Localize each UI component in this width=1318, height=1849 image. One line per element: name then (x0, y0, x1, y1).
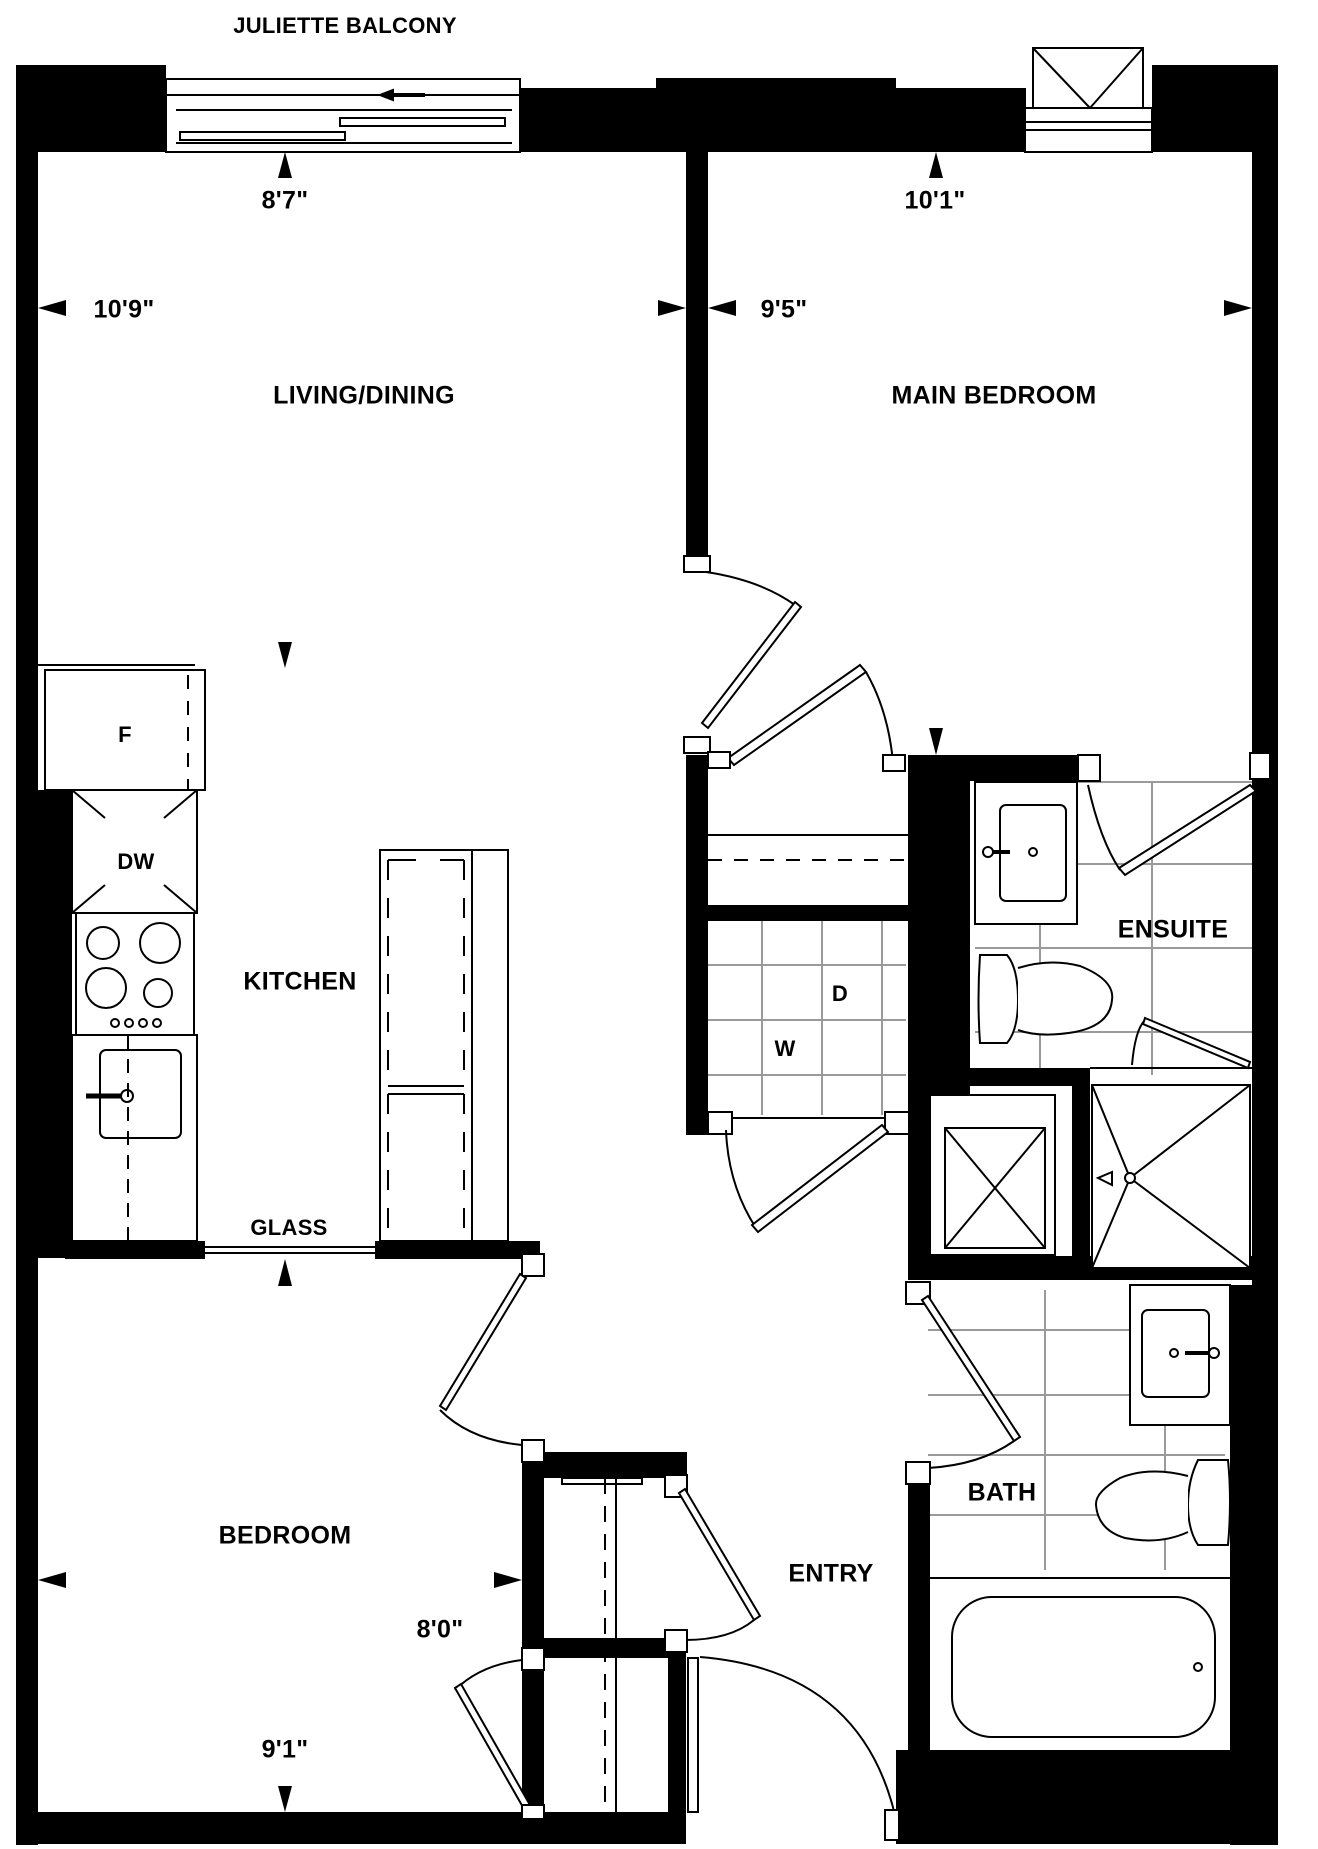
room-main-bedroom: MAIN BEDROOM (891, 381, 1097, 410)
closet-shelves (561, 834, 908, 1812)
laundry-tiles (707, 915, 906, 1115)
entry-door (687, 1656, 900, 1841)
bath-toilet (1186, 1459, 1231, 1546)
shower (1091, 1084, 1251, 1269)
dimension-arrows (38, 152, 1252, 1812)
wall-top-center (656, 78, 896, 152)
arrow-main-bed-right (1224, 300, 1252, 316)
glass-label: GLASS (250, 1215, 328, 1240)
appliance-dishwasher: DW (117, 849, 155, 874)
arrow-bedroom-right (494, 1572, 522, 1588)
main-bedroom-door (683, 555, 906, 772)
wall-bottom-right (896, 1750, 1278, 1844)
wall-kitchen-back (38, 790, 72, 1258)
dim-main-bedroom-depth: 10'1" (904, 186, 966, 215)
doors (438, 555, 1271, 1841)
room-entry: ENTRY (788, 1559, 874, 1588)
wall-divider-upper (686, 152, 708, 562)
arrow-main-bed-up (929, 152, 943, 178)
ensuite-toilet (977, 954, 1020, 1044)
dim-bedroom-width: 8'0" (416, 1615, 464, 1644)
appliance-washer: W (774, 1036, 796, 1061)
room-living-dining: LIVING/DINING (273, 381, 455, 410)
wall-bath-right (1230, 1285, 1278, 1845)
wall-bath-left (908, 1468, 930, 1844)
room-ensuite: ENSUITE (1117, 915, 1229, 944)
dim-living-width: 10'9" (93, 295, 155, 324)
bedroom-window (1024, 47, 1153, 153)
appliance-fridge: F (118, 722, 132, 747)
wall-left-exterior (16, 65, 38, 1845)
wall-linen-right (1072, 1068, 1090, 1258)
wall-kitchen-partition-a (65, 1241, 205, 1259)
room-bath: BATH (967, 1478, 1037, 1507)
arrow-living-right (658, 300, 686, 316)
walls (16, 65, 1278, 1845)
ensuite-door (1077, 752, 1271, 877)
wall-closet-left (686, 755, 708, 1135)
room-bedroom: BEDROOM (218, 1521, 352, 1550)
wall-closet-b-left (522, 1448, 544, 1818)
wall-ensuite-bottom (970, 1068, 1088, 1086)
wall-top-middle (518, 88, 656, 152)
kitchen-island (379, 849, 509, 1242)
dim-living-depth: 8'7" (261, 186, 309, 215)
kitchen-fixtures (38, 664, 509, 1254)
dim-bedroom-depth: 9'1" (261, 1735, 309, 1764)
wall-closet-b-top (522, 1452, 687, 1478)
arrow-living-up (278, 152, 292, 178)
wall-closet-b-right (668, 1638, 686, 1818)
wall-kitchen-partition-b (375, 1241, 540, 1259)
dim-main-bedroom-width: 9'5" (760, 295, 808, 324)
arrow-bedroom-up (278, 1259, 292, 1286)
balcony-label: JULIETTE BALCONY (233, 13, 457, 38)
arrow-main-bed-left (708, 300, 736, 316)
arrow-bedroom-left (38, 1572, 66, 1588)
bedroom-closet-door-upper (664, 1474, 762, 1653)
bath-door (905, 1281, 1022, 1485)
laundry-door (707, 1111, 910, 1234)
wall-closet-laundry (708, 905, 908, 921)
wall-bottom (16, 1812, 686, 1844)
bedroom-closet-door-lower (453, 1647, 545, 1820)
room-kitchen: KITCHEN (243, 967, 357, 996)
bedroom-door (438, 1253, 545, 1463)
bath-fixtures (930, 1284, 1231, 1738)
arrow-living-down (278, 642, 292, 668)
arrow-living-left (38, 300, 66, 316)
bathtub (951, 1596, 1216, 1738)
juliette-balcony-door (165, 78, 521, 153)
wall-closet-b-mid (522, 1638, 672, 1658)
appliance-dryer: D (831, 981, 849, 1006)
shower-door (1090, 1016, 1252, 1070)
ensuite-fixtures (929, 781, 1251, 1269)
wall-top-left (16, 65, 166, 152)
dishwasher (71, 789, 198, 914)
wall-top-right-a (896, 88, 1026, 152)
arrow-main-bed-down (929, 728, 943, 755)
arrow-bedroom-down (278, 1786, 292, 1812)
wall-ensuite-top (908, 755, 1088, 781)
